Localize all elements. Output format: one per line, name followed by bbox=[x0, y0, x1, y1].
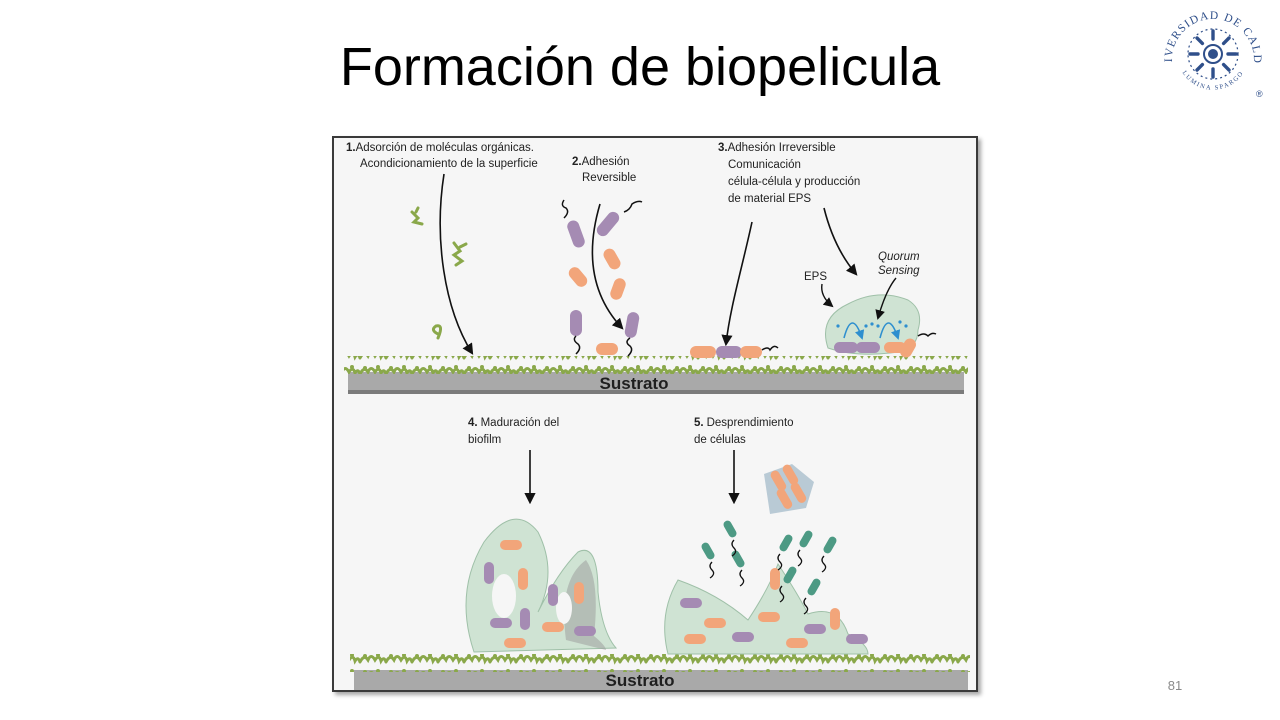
planktonic-cells bbox=[701, 520, 837, 615]
quorum-cells bbox=[834, 332, 937, 358]
step-5-label: 5.Desprendimiento de células bbox=[694, 417, 797, 446]
detaching-biofilm bbox=[664, 562, 869, 655]
substrate-label-top: Sustrato bbox=[600, 374, 669, 393]
detached-cell-cluster bbox=[764, 464, 814, 514]
quorum-sensing-label: Quorum Sensing bbox=[878, 251, 923, 277]
eps-label: EPS bbox=[804, 271, 827, 283]
step-2-arrow-down bbox=[591, 203, 624, 330]
slide-title: Formación de biopelicula bbox=[339, 37, 941, 97]
substrate-bar-bottom bbox=[354, 670, 968, 690]
step-2-label: 2.Adhesión Reversible bbox=[572, 156, 636, 184]
sun-emblem-icon bbox=[1188, 29, 1238, 79]
quorum-signal-arrows bbox=[843, 322, 901, 340]
substrate-label-bottom: Sustrato bbox=[606, 671, 675, 690]
reversible-cells bbox=[561, 199, 643, 357]
moss-layer-bottom bbox=[350, 654, 970, 672]
organic-molecules bbox=[410, 206, 468, 340]
step-4-label: 4.Maduración del biofilm bbox=[468, 417, 562, 446]
step-1-label: 1.Adsorción de moléculas orgánicas. Acon… bbox=[346, 142, 538, 170]
biofilm-figure: 1.Adsorción de moléculas orgánicas. Acon… bbox=[332, 136, 978, 692]
university-logo: UNIVERSIDAD DE CALDAS LUMINA SPARGO ® bbox=[1158, 2, 1263, 99]
eps-arrow bbox=[821, 283, 834, 308]
substrate-bar-top bbox=[348, 372, 964, 394]
step-3-arrow-to-eps bbox=[823, 207, 858, 276]
biofilm-diagram: 1.Adsorción de moléculas orgánicas. Acon… bbox=[344, 142, 970, 690]
step-3-arrow-down bbox=[721, 221, 753, 347]
moss-layer-top bbox=[344, 356, 968, 374]
mature-biofilm bbox=[465, 518, 618, 653]
quorum-arrow bbox=[875, 277, 897, 320]
step-3-label: 3.Adhesión Irreversible Comunicación cél… bbox=[718, 142, 864, 205]
step-1-arrow bbox=[439, 173, 474, 355]
irreversible-cells bbox=[690, 345, 779, 358]
page-number: 81 bbox=[1167, 678, 1183, 693]
logo-registered-mark: ® bbox=[1256, 89, 1263, 99]
